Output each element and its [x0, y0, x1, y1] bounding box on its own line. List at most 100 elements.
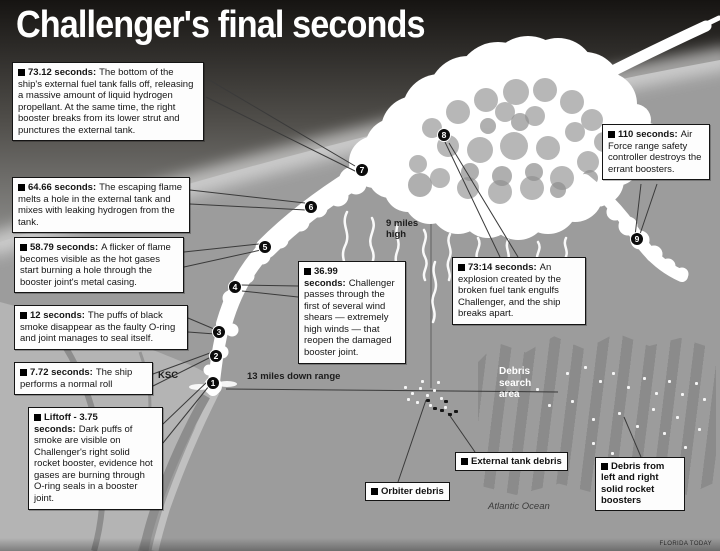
debris-dot-white	[416, 401, 419, 404]
callout-lead: 64.66 seconds:	[28, 182, 97, 193]
event-marker-4: 4	[228, 280, 242, 294]
debris-dot-white	[627, 386, 630, 389]
callout-lead: Liftoff - 3.75 seconds:	[34, 412, 98, 435]
debris-dot-white	[592, 442, 595, 445]
callout-36-99-seconds: 36.99 seconds:Challenger passes through …	[298, 261, 406, 364]
debris-dot-black	[433, 407, 437, 410]
debris-dot-white	[599, 380, 602, 383]
callout-body: The escaping flame melts a hole in the e…	[18, 182, 183, 228]
debris-dot-white	[426, 394, 429, 397]
debris-dot-white	[695, 382, 698, 385]
debris-dot-white	[655, 392, 658, 395]
event-marker-2: 2	[209, 349, 223, 363]
debris-dot-white	[421, 380, 424, 383]
debris-dot-black	[444, 400, 448, 403]
callout-58-79-seconds: 58.79 seconds:A flicker of flame becomes…	[14, 237, 184, 294]
callout-body: An explosion created by the broken fuel …	[458, 262, 561, 320]
debris-dot-white	[612, 372, 615, 375]
callout-body: The puffs of black smoke disappear as th…	[20, 310, 176, 345]
debris-dot-white	[566, 372, 569, 375]
bullet-square-icon	[20, 244, 27, 251]
debris-dot-white	[536, 388, 539, 391]
callout-body: The ship performs a normal roll	[20, 367, 133, 390]
bullet-square-icon	[20, 369, 27, 376]
label-debris-search-area: Debris search area	[499, 366, 532, 400]
callout-body: Challenger passes through the first of s…	[304, 277, 395, 359]
debris-dot-white	[404, 386, 407, 389]
debris-dot-white	[407, 398, 410, 401]
bullet-square-icon	[34, 414, 41, 421]
debris-dot-white	[548, 404, 551, 407]
pointer-lines	[152, 77, 658, 483]
callout-body: Air Force range safety controller destro…	[608, 129, 702, 175]
event-marker-3: 3	[212, 325, 226, 339]
event-marker-5: 5	[258, 240, 272, 254]
debris-dot-white	[571, 400, 574, 403]
callout-64-66-seconds: 64.66 seconds:The escaping flame melts a…	[12, 177, 190, 234]
callout-body: Dark puffs of smoke are visible on Chall…	[34, 423, 153, 505]
bullet-square-icon	[304, 268, 311, 275]
debris-dot-white	[611, 452, 614, 455]
label-external-tank-debris: External tank debris	[455, 452, 568, 472]
debris-dot-white	[668, 380, 671, 383]
source-credit: FLORIDA TODAY	[659, 541, 712, 547]
debris-dot-white	[584, 366, 587, 369]
debris-dot-white	[440, 397, 443, 400]
label-atlantic-ocean: Atlantic Ocean	[488, 501, 550, 512]
debris-dot-white	[663, 432, 666, 435]
debris-dot-white	[592, 418, 595, 421]
debris-dot-white	[437, 381, 440, 384]
bullet-square-icon	[18, 69, 25, 76]
debris-dot-white	[411, 392, 414, 395]
debris-dot-black	[426, 399, 430, 402]
debris-dot-white	[681, 393, 684, 396]
debris-dot-white	[429, 404, 432, 407]
callout-lead: 73:14 seconds:	[468, 262, 537, 273]
event-marker-7: 7	[355, 163, 369, 177]
callout-lead: 12 seconds:	[30, 310, 85, 321]
callout-body: A flicker of flame becomes visible as th…	[20, 242, 171, 288]
label-orbiter-debris: Orbiter debris	[365, 482, 450, 502]
bullet-square-icon	[371, 488, 378, 495]
debris-dot-white	[676, 416, 679, 419]
callout-7-72-seconds: 7.72 seconds:The ship performs a normal …	[14, 362, 153, 396]
bullet-square-icon	[608, 131, 615, 138]
label-altitude: 9 miles high	[386, 218, 419, 240]
callout-body: The bottom of the ship's external fuel t…	[18, 67, 194, 136]
event-marker-8: 8	[437, 128, 451, 142]
callout-73-14-seconds: 73:14 seconds:An explosion created by th…	[452, 257, 586, 325]
event-marker-6: 6	[304, 200, 318, 214]
callout-110-seconds: 110 seconds:Air Force range safety contr…	[602, 124, 710, 181]
event-marker-9: 9	[630, 232, 644, 246]
callout-liftoff-3-75-seconds: Liftoff - 3.75 seconds:Dark puffs of smo…	[28, 407, 163, 510]
debris-dot-white	[652, 408, 655, 411]
callout-lead: 110 seconds:	[618, 129, 678, 140]
bullet-square-icon	[461, 458, 468, 465]
debris-dot-black	[448, 413, 452, 416]
bullet-square-icon	[458, 264, 465, 271]
debris-dot-white	[618, 412, 621, 415]
callout-lead: 73.12 seconds:	[28, 67, 97, 78]
debris-dot-white	[684, 446, 687, 449]
debris-dot-white	[643, 377, 646, 380]
callout-lead: 36.99 seconds:	[304, 266, 346, 289]
callout-12-seconds: 12 seconds:The puffs of black smoke disa…	[14, 305, 188, 350]
callout-lead: 58.79 seconds:	[30, 242, 99, 253]
debris-dot-white	[444, 406, 447, 409]
label-ksc: KSC	[158, 370, 179, 381]
debris-dot-white	[433, 389, 436, 392]
bullet-square-icon	[20, 312, 27, 319]
debris-dot-white	[636, 425, 639, 428]
debris-dot-white	[419, 387, 422, 390]
callout-lead: 7.72 seconds:	[30, 367, 93, 378]
debris-dot-white	[703, 398, 706, 401]
bullet-square-icon	[601, 463, 608, 470]
callout-73-12-seconds: 73.12 seconds:The bottom of the ship's e…	[12, 62, 204, 142]
event-marker-1: 1	[206, 376, 220, 390]
debris-dot-black	[440, 409, 444, 412]
label-srb-debris: Debris from left and right solid rocket …	[595, 457, 685, 511]
debris-dot-black	[454, 410, 458, 413]
debris-dot-white	[698, 428, 701, 431]
label-downrange-distance: 13 miles down range	[247, 371, 341, 382]
